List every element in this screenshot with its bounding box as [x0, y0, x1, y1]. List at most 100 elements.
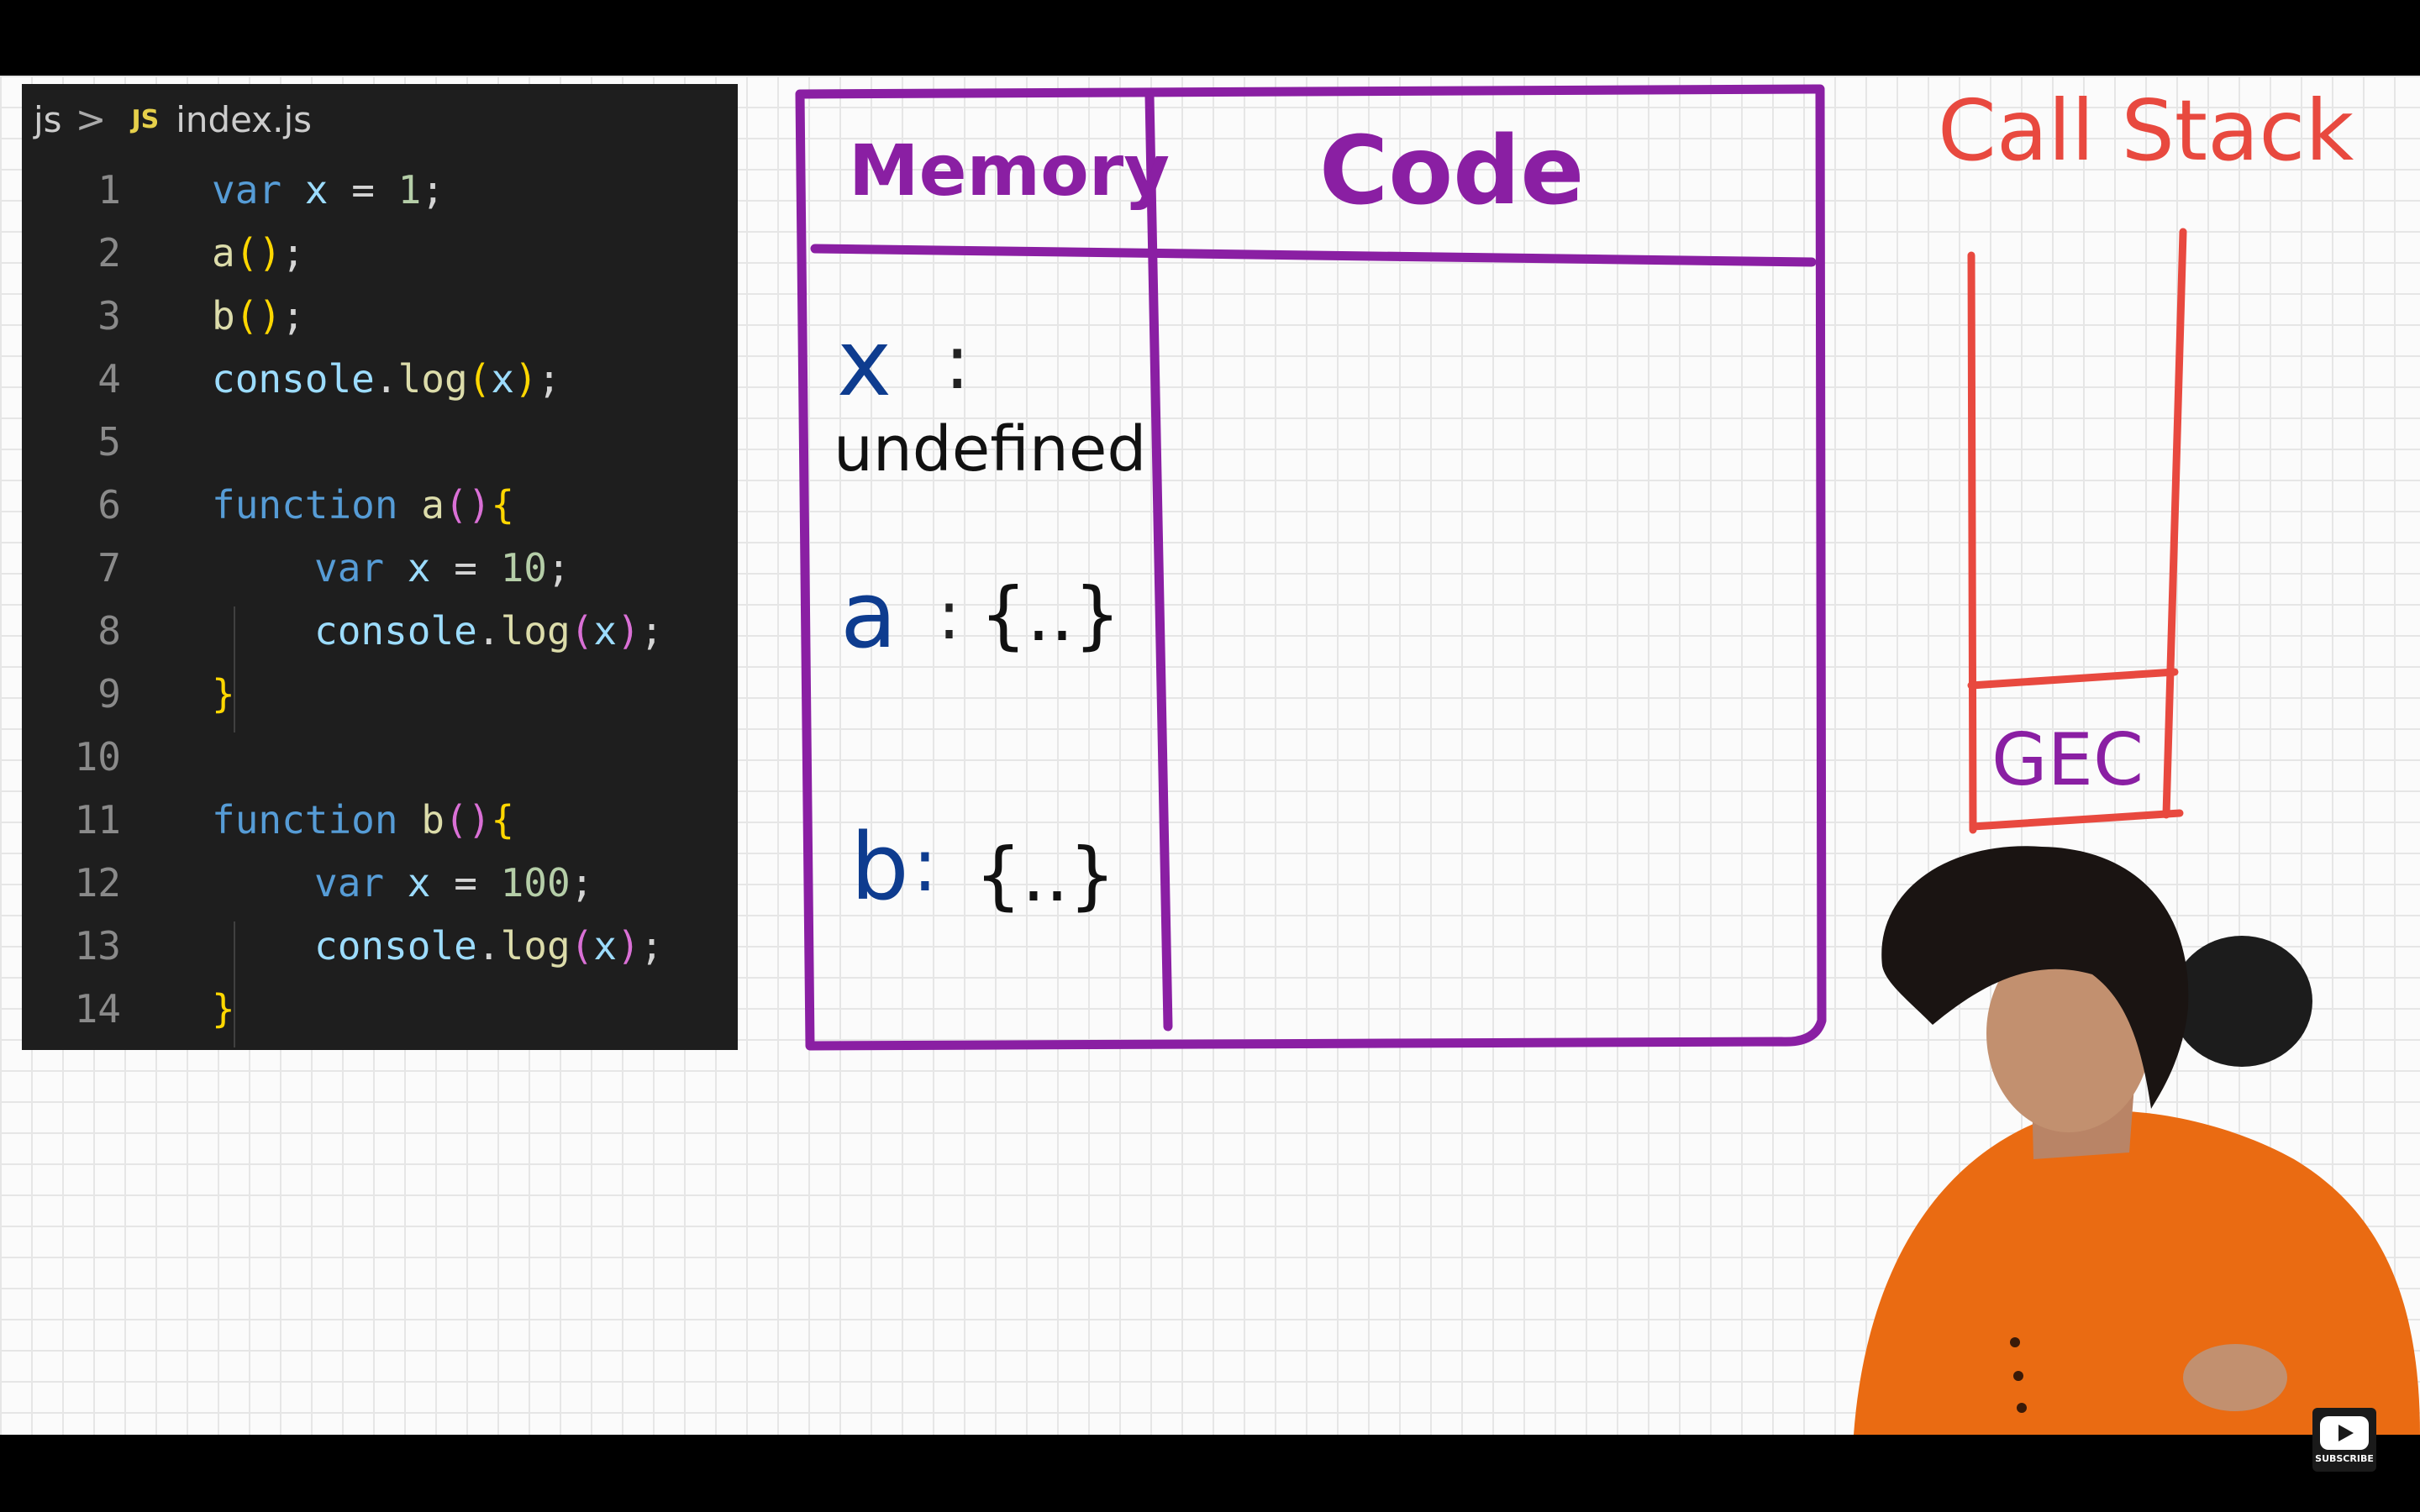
- code-token: (: [467, 355, 492, 402]
- code-token: ;: [570, 859, 594, 906]
- line-number: 5: [97, 418, 121, 465]
- code-token: console: [314, 607, 477, 654]
- line-number: 3: [97, 292, 121, 339]
- shirt-button: [2010, 1337, 2020, 1347]
- code-text[interactable]: console.log(x);: [314, 923, 663, 969]
- code-line[interactable]: 11 function b(){: [22, 788, 738, 851]
- code-token: }: [212, 670, 235, 717]
- code-line[interactable]: 8 console.log(x);: [22, 599, 738, 662]
- subscribe-button[interactable]: SUBSCRIBE: [2312, 1408, 2376, 1472]
- code-token: (: [444, 796, 468, 843]
- code-token: function: [212, 796, 398, 843]
- code-text[interactable]: }: [212, 671, 235, 717]
- top-letterbox: [0, 0, 2420, 76]
- code-line[interactable]: 13 console.log(x);: [22, 914, 738, 977]
- stack-bottom: [1969, 809, 2184, 831]
- code-token: (: [444, 481, 468, 528]
- code-token: log: [397, 355, 468, 402]
- line-number: 2: [97, 229, 121, 276]
- line-number: 13: [74, 922, 121, 969]
- code-token: 1: [397, 166, 422, 213]
- code-line[interactable]: 5: [22, 410, 738, 473]
- stack-frame-divider: [1967, 668, 2179, 690]
- table-outline: [795, 84, 1827, 1051]
- code-text[interactable]: function b(){: [212, 797, 514, 843]
- code-token: ): [467, 796, 492, 843]
- presenter-figure: [1854, 846, 2420, 1435]
- code-token: {: [491, 481, 515, 528]
- memory-key: x: [837, 309, 892, 417]
- code-token: ;: [537, 355, 561, 402]
- code-line[interactable]: 12 var x = 100;: [22, 851, 738, 914]
- code-token: .: [374, 355, 398, 402]
- code-text[interactable]: function a(){: [212, 482, 514, 528]
- line-number: 12: [74, 859, 121, 906]
- code-text[interactable]: console.log(x);: [212, 356, 560, 402]
- memory-entry-b: b : {..}: [850, 813, 1116, 921]
- code-line[interactable]: 14}: [22, 977, 738, 1040]
- code-text[interactable]: var x = 100;: [314, 860, 593, 906]
- code-token: }: [212, 985, 235, 1032]
- call-stack-title: Call Stack: [1938, 81, 2354, 180]
- code-token: function: [212, 481, 398, 528]
- code-text[interactable]: var x = 10;: [314, 545, 571, 591]
- breadcrumb-separator: >: [75, 97, 107, 141]
- code-token: (: [234, 292, 259, 339]
- code-token: x: [491, 355, 515, 402]
- code-token: ;: [281, 229, 305, 276]
- line-number: 9: [97, 670, 121, 717]
- memory-key: b: [850, 813, 909, 921]
- code-token: a: [421, 481, 445, 528]
- memory-entry-a: a : {..}: [840, 561, 1121, 669]
- code-text[interactable]: b();: [212, 293, 305, 339]
- code-line[interactable]: 9}: [22, 662, 738, 725]
- line-number: 14: [74, 985, 121, 1032]
- code-token: a: [212, 229, 235, 276]
- code-token: b: [212, 292, 235, 339]
- column-divider: [1144, 91, 1173, 1032]
- code-token: console: [314, 922, 477, 969]
- code-token: x: [304, 166, 329, 213]
- code-line[interactable]: 4 console.log(x);: [22, 347, 738, 410]
- stack-frame-gec: GEC: [1991, 718, 2144, 802]
- execution-context-table: [795, 84, 1827, 1051]
- code-text[interactable]: console.log(x);: [314, 608, 663, 654]
- code-text[interactable]: var x = 1;: [212, 167, 445, 213]
- bottom-letterbox: [0, 1435, 2420, 1512]
- code-line[interactable]: 3 b();: [22, 284, 738, 347]
- code-text[interactable]: a();: [212, 230, 305, 276]
- code-line[interactable]: 10: [22, 725, 738, 788]
- line-number: 8: [97, 607, 121, 654]
- breadcrumb-folder[interactable]: js: [34, 98, 62, 140]
- code-token: (: [234, 229, 259, 276]
- memory-key: a: [840, 561, 897, 669]
- code-token: .: [476, 922, 501, 969]
- code-token: var: [314, 859, 385, 906]
- code-token: ;: [639, 922, 664, 969]
- shirt-button: [2013, 1371, 2023, 1381]
- code-token: console: [212, 355, 375, 402]
- code-token: ): [258, 229, 282, 276]
- code-token: ): [617, 922, 640, 969]
- breadcrumb-file[interactable]: index.js: [176, 98, 313, 140]
- subscribe-label: SUBSCRIBE: [2315, 1452, 2374, 1464]
- code-line[interactable]: 2 a();: [22, 221, 738, 284]
- code-token: ;: [421, 166, 445, 213]
- code-text[interactable]: }: [212, 986, 235, 1032]
- memory-separator: :: [944, 318, 970, 407]
- line-number: 1: [97, 166, 121, 213]
- code-token: x: [407, 544, 431, 591]
- code-token: =: [328, 166, 398, 213]
- code-token: var: [314, 544, 385, 591]
- code-token: {: [491, 796, 515, 843]
- code-token: ): [467, 481, 492, 528]
- line-number: 11: [74, 796, 121, 843]
- stack-left-wall: [1967, 251, 1977, 834]
- line-number: 4: [97, 355, 121, 402]
- indent-guide: [234, 921, 235, 1047]
- code-token: =: [430, 544, 501, 591]
